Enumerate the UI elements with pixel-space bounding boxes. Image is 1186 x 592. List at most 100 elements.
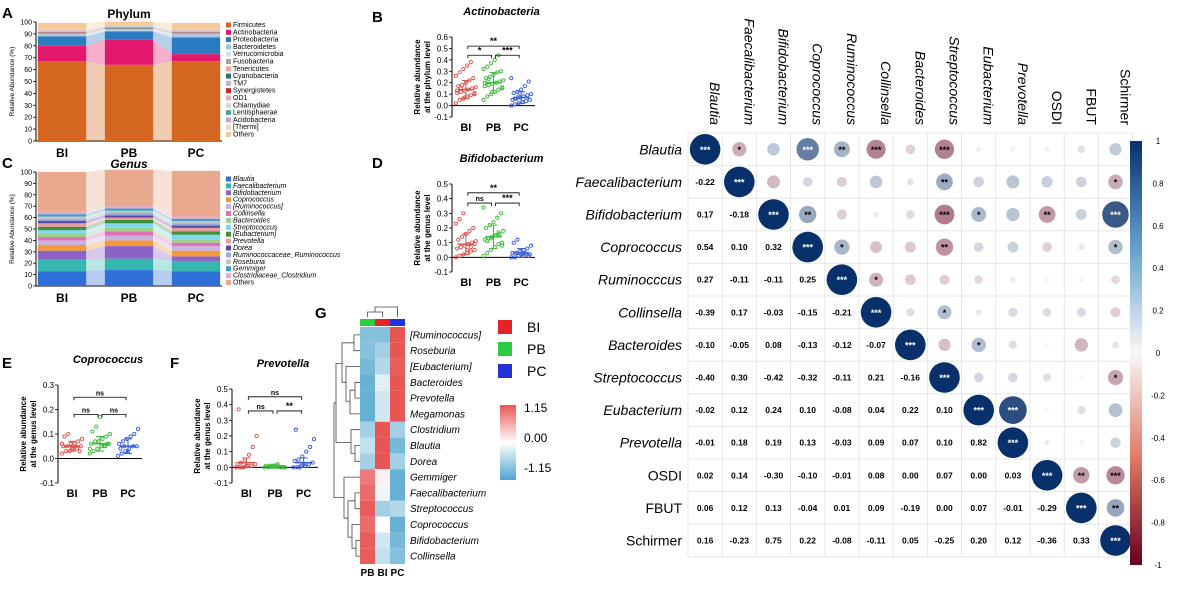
data-point	[486, 251, 489, 254]
row-dendrogram-branch	[351, 430, 360, 454]
significance-stars: ***	[973, 406, 984, 416]
bar-segment-clostridiaceae-clostridium	[105, 206, 153, 208]
colorbar-tick-label: -0.6	[1151, 476, 1165, 485]
row-label-blautia: Blautia	[639, 141, 682, 157]
correlation-value: 0.82	[970, 438, 987, 448]
x-category-label: BI	[460, 277, 471, 289]
legend-swatch-bacteroides	[226, 218, 231, 223]
y-axis-label: Relative abundance	[413, 39, 422, 115]
heatmap-cell	[390, 517, 405, 533]
legend-label: Proteobacteria	[233, 37, 279, 44]
heatmap-cell	[360, 406, 375, 422]
flow-band-firmicutes	[86, 61, 105, 141]
correlation-value: -0.32	[798, 373, 818, 383]
column-label-schirmer: Schirmer	[1118, 69, 1134, 125]
significance-label: ns	[110, 407, 118, 414]
y-tick-label: 80	[24, 192, 32, 199]
heatmap-cell	[390, 359, 405, 375]
heatmap-cell	[390, 453, 405, 469]
chart-title: Coprococcus	[73, 354, 143, 366]
correlation-circle	[1042, 242, 1052, 252]
row-dendrogram-branch	[342, 343, 354, 383]
heatmap-cell	[390, 327, 405, 343]
correlation-value: -0.19	[901, 503, 921, 513]
column-group-color	[360, 319, 375, 326]
heatmap-cell	[360, 327, 375, 343]
legend-swatch-proteobacteria	[226, 37, 231, 42]
data-point	[527, 80, 530, 83]
heatmap-cell	[375, 390, 390, 406]
y-tick-label: 0.1	[437, 239, 449, 248]
correlation-value: -0.01	[695, 438, 715, 448]
significance-bracket	[496, 203, 520, 206]
bar-segment-actinobacteria	[172, 54, 220, 61]
correlation-circle	[1043, 373, 1051, 381]
bar-segment-ruminococcus	[172, 246, 220, 251]
legend-label: Fusobacteria	[233, 59, 274, 66]
row-label: Prevotella	[410, 394, 455, 405]
data-point	[458, 98, 461, 101]
column-label: PC	[391, 568, 405, 579]
data-point	[525, 99, 528, 102]
y-axis-label: Relative abundance	[413, 190, 422, 266]
heatmap-cell	[390, 390, 405, 406]
heatmap-cell	[360, 485, 375, 501]
x-category-label: BI	[56, 291, 68, 305]
row-dendrogram-branch	[346, 367, 360, 402]
heatmap-cell	[390, 343, 405, 359]
legend-swatch-blautia	[226, 177, 231, 182]
row-dendrogram-branch	[356, 540, 360, 556]
bar-segment-bacteroides	[105, 228, 153, 231]
significance-stars: ***	[1110, 536, 1121, 546]
bar-segment-bacteroidetes	[38, 35, 86, 36]
y-tick-label: 50	[24, 227, 32, 234]
correlation-circle	[1044, 440, 1049, 445]
legend-label: [Thermi]	[233, 124, 259, 131]
panel-f-prevotella-scatter: Prevotella0.50.40.30.20.10.0-0.1Relative…	[193, 358, 318, 500]
row-label: Bifidobacterium	[410, 536, 479, 547]
correlation-circle	[1009, 341, 1017, 349]
panel-letter-a: A	[2, 5, 13, 22]
y-tick-label: 10	[24, 272, 32, 279]
correlation-value: 0.17	[731, 307, 748, 317]
heatmap-cell	[390, 469, 405, 485]
y-tick-label: 0.0	[437, 102, 449, 111]
bar-segment-eubacterium	[38, 227, 86, 230]
colorbar-tick-label: -0.2	[1151, 391, 1165, 400]
bar-segment-fusobacteria	[105, 29, 153, 30]
correlation-circle	[1007, 242, 1018, 253]
correlation-value: 0.06	[697, 503, 714, 513]
colorbar-tick-label: -0.4	[1151, 434, 1165, 443]
y-tick-label: 50	[24, 79, 32, 86]
data-point	[484, 226, 487, 229]
bar-segment-dorea	[38, 221, 86, 223]
column-label-eubacterium: Eubacterium	[981, 46, 997, 125]
bar-segment-verrucomicrobia	[38, 34, 86, 35]
row-label-osdi: OSDI	[648, 467, 682, 483]
heatmap-cell	[360, 532, 375, 548]
correlation-circle	[907, 178, 914, 185]
correlation-circle	[938, 339, 950, 351]
correlation-circle	[870, 176, 883, 189]
correlation-circle	[1006, 175, 1019, 188]
significance-label: ns	[271, 390, 279, 397]
x-category-label: PB	[486, 277, 501, 289]
legend-swatch-fusobacteria	[226, 59, 231, 64]
bar-segment-firmicutes	[38, 61, 86, 141]
correlation-value: 0.10	[936, 405, 953, 415]
y-tick-label: 30	[24, 249, 32, 256]
legend-swatch-clostridiaceae-clostridium	[226, 273, 231, 278]
y-axis-label-line2: at the genus level	[423, 194, 432, 261]
y-tick-label: 70	[24, 55, 32, 62]
significance-bracket	[74, 397, 126, 400]
correlation-value: 0.02	[697, 470, 714, 480]
correlation-circle	[767, 143, 780, 156]
y-tick-label: 0.3	[437, 67, 449, 76]
data-point	[91, 430, 94, 433]
correlation-circle	[1045, 408, 1050, 413]
correlation-value: -0.11	[867, 536, 886, 546]
correlation-value: 0.12	[731, 405, 748, 415]
correlation-circle	[905, 242, 916, 253]
heatmap-cell	[360, 453, 375, 469]
significance-label: ns	[476, 196, 484, 203]
